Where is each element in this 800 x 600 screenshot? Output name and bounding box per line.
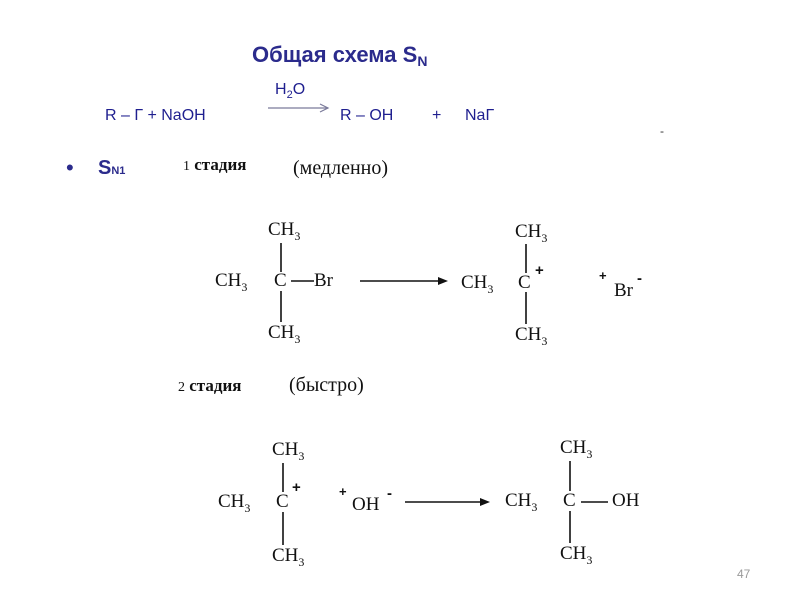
s1m2-ch3-bottom: CH3 bbox=[515, 324, 548, 348]
s2m1-ch3-left: CH3 bbox=[218, 491, 251, 515]
stage2-speed: (быстро) bbox=[289, 374, 364, 396]
page-number: 47 bbox=[737, 567, 751, 581]
s2m1-carbon: C bbox=[276, 491, 289, 512]
s1m1-carbon: C bbox=[274, 270, 287, 291]
s2m1-plus-charge: + bbox=[292, 479, 301, 496]
s2-hydroxide: OH bbox=[352, 494, 380, 515]
stage2-word: стадия bbox=[189, 376, 242, 395]
stage1-word: стадия bbox=[194, 155, 247, 174]
s2m2-ch3-top: CH3 bbox=[560, 437, 593, 461]
s2m2-ch3-bottom: CH3 bbox=[560, 543, 593, 567]
s1m1-ch3-bottom: CH3 bbox=[268, 322, 301, 346]
slide-title: Общая схема SN bbox=[252, 42, 427, 69]
s1m1-ch3-top: CH3 bbox=[268, 219, 301, 243]
stage1-speed: (медленно) bbox=[293, 157, 389, 179]
stage1-number: 1 bbox=[183, 159, 190, 174]
equation-plus: + bbox=[432, 107, 442, 124]
title-main: Общая схема S bbox=[252, 42, 418, 67]
s2m2-ch3-left: CH3 bbox=[505, 490, 538, 514]
sn1-sub: N1 bbox=[111, 165, 126, 177]
s1m2-plus-charge: + bbox=[535, 262, 544, 279]
equation-reactants: R – Г + NaOH bbox=[105, 107, 206, 124]
equation-dash: - bbox=[660, 124, 664, 138]
stage2-label: 2 стадия bbox=[178, 376, 241, 396]
equation-condition: H2O bbox=[275, 81, 305, 101]
s2m1-ch3-bottom: CH3 bbox=[272, 545, 305, 569]
title-sub: N bbox=[417, 53, 428, 69]
s1m2-carbon: C bbox=[518, 272, 531, 293]
condition-h: H bbox=[275, 81, 287, 98]
s2-plus-sign: + bbox=[339, 484, 347, 499]
equation-product2: NaГ bbox=[465, 107, 495, 124]
s1m1-ch3-left: CH3 bbox=[215, 270, 248, 294]
bullet-sn1: SN1 bbox=[98, 157, 125, 180]
s2m1-ch3-top: CH3 bbox=[272, 439, 305, 463]
s2m2-carbon: C bbox=[563, 490, 576, 511]
condition-o: O bbox=[292, 81, 306, 98]
condition-subscript: 2 bbox=[286, 89, 293, 102]
s1-plus-sign: + bbox=[599, 268, 607, 283]
s2m2-hydroxyl: OH bbox=[612, 490, 640, 511]
stage1-label: 1 стадия bbox=[183, 155, 246, 175]
s1m2-ch3-top: CH3 bbox=[515, 221, 548, 245]
s1m2-ch3-left: CH3 bbox=[461, 272, 494, 296]
s1-bromide: Br bbox=[614, 280, 633, 301]
bullet-dot: • bbox=[66, 155, 74, 180]
sn1-main: S bbox=[98, 157, 112, 179]
s1-bromide-charge: - bbox=[637, 270, 642, 287]
s2-hydroxide-charge: - bbox=[387, 485, 392, 502]
equation-product1: R – OH bbox=[340, 107, 394, 124]
stage2-number: 2 bbox=[178, 380, 185, 395]
s1m1-bromine: Br bbox=[314, 270, 333, 291]
